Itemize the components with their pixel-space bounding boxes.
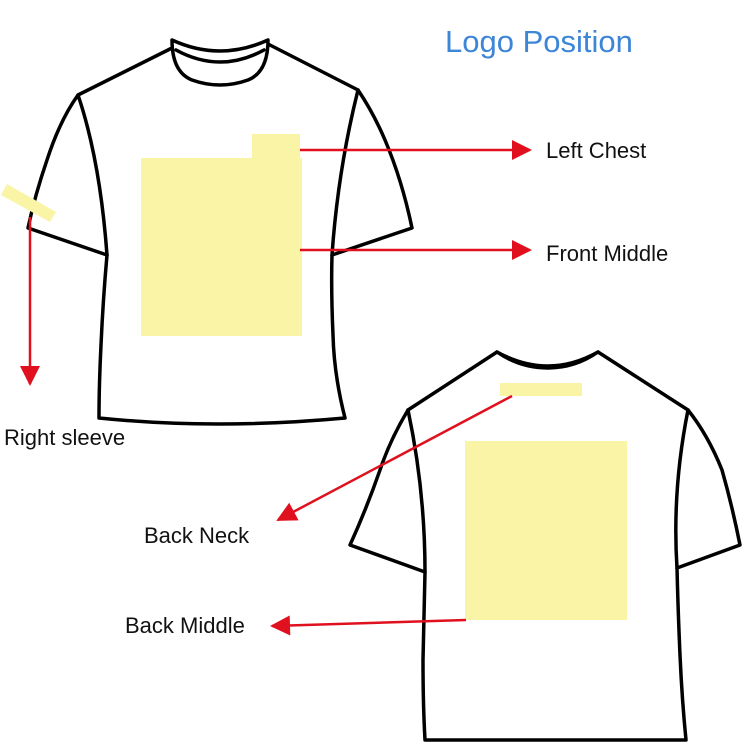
- back-neck-arrow: [276, 394, 513, 522]
- left-chest-label: Left Chest: [546, 138, 647, 163]
- right-sleeve-label: Right sleeve: [4, 425, 126, 450]
- front-collar-inner: [174, 48, 266, 64]
- page-title: Logo Position: [445, 24, 633, 59]
- back-right-armhole: [674, 408, 690, 570]
- front-middle-zone: [141, 158, 302, 336]
- back-middle-arrow: [270, 615, 467, 636]
- back-middle-zone: [465, 441, 627, 620]
- front-right-armhole: [330, 88, 360, 257]
- back-collar: [495, 350, 600, 368]
- right-sleeve-zone: [1, 184, 56, 222]
- back-neck-zone: [500, 383, 582, 396]
- left-chest-zone: [252, 134, 300, 160]
- back-left-armhole: [406, 408, 427, 574]
- back-neck-label: Back Neck: [144, 523, 250, 548]
- back-middle-label: Back Middle: [125, 613, 245, 638]
- front-middle-label: Front Middle: [546, 241, 669, 266]
- front-left-armhole: [76, 93, 109, 257]
- print-zones: [1, 134, 627, 620]
- arrows: [20, 140, 532, 636]
